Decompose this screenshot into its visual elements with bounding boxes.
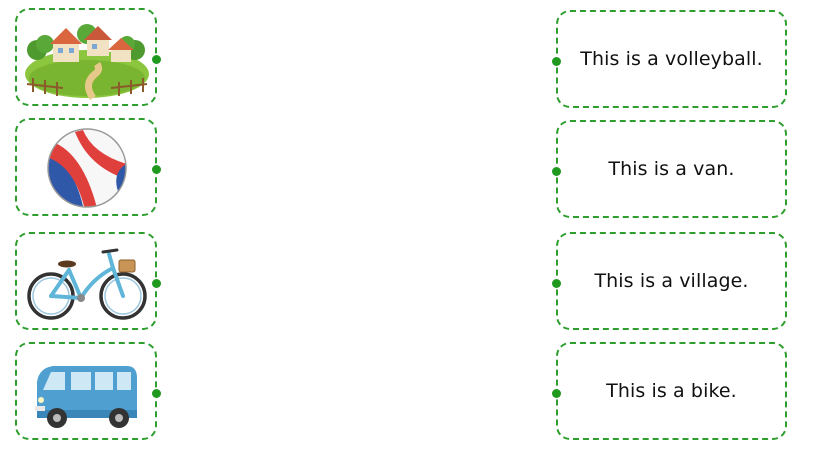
connector-dot[interactable] bbox=[552, 167, 561, 176]
picture-card-van[interactable] bbox=[15, 342, 161, 440]
picture-card-volleyball[interactable] bbox=[15, 118, 161, 216]
village-icon bbox=[25, 24, 149, 101]
sentence-text: This is a volleyball. bbox=[580, 48, 763, 70]
sentence-text: This is a village. bbox=[594, 270, 749, 292]
connector-dot[interactable] bbox=[152, 165, 161, 174]
picture-card-bike[interactable] bbox=[15, 232, 161, 330]
sentence-card-4[interactable]: This is a bike. bbox=[552, 342, 787, 440]
van-icon bbox=[35, 366, 137, 428]
picture-card-village[interactable] bbox=[15, 8, 161, 106]
sentence-card-3[interactable]: This is a village. bbox=[552, 232, 787, 330]
volleyball-icon bbox=[47, 128, 127, 208]
connector-dot[interactable] bbox=[152, 55, 161, 64]
bike-icon bbox=[27, 248, 147, 320]
connector-dot[interactable] bbox=[152, 279, 161, 288]
sentence-text: This is a van. bbox=[608, 158, 735, 180]
connector-dot[interactable] bbox=[552, 389, 561, 398]
connector-dot[interactable] bbox=[552, 279, 561, 288]
connector-dot[interactable] bbox=[152, 389, 161, 398]
sentence-card-2[interactable]: This is a van. bbox=[552, 120, 787, 218]
sentence-card-1[interactable]: This is a volleyball. bbox=[552, 10, 787, 108]
connector-dot[interactable] bbox=[552, 57, 561, 66]
sentence-text: This is a bike. bbox=[606, 380, 737, 402]
